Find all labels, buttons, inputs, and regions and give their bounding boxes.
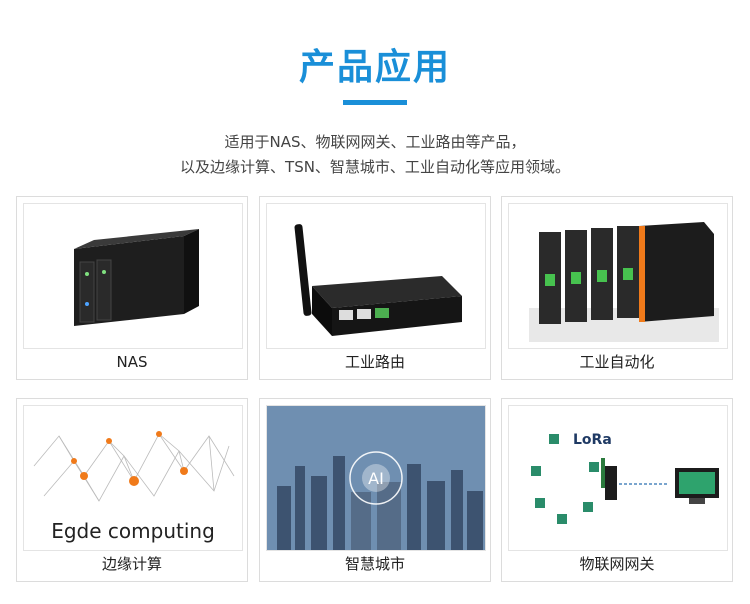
edge-computing-caption: Egde computing xyxy=(51,519,215,543)
card-smart-city[interactable]: AI 智慧城市 xyxy=(259,398,491,582)
card-iot-gateway[interactable]: LoRa 物联网网关 xyxy=(501,398,733,582)
title-underline xyxy=(343,100,407,105)
intro-line-1: 适用于NAS、物联网网关、工业路由等产品， xyxy=(224,133,526,151)
card-label: 工业自动化 xyxy=(579,353,655,371)
card-label: 边缘计算 xyxy=(101,555,162,573)
intro-text: 适用于NAS、物联网网关、工业路由等产品， 以及边缘计算、TSN、智慧城市、工业… xyxy=(0,130,750,180)
edge-computing-image: Egde computing xyxy=(23,405,243,551)
page-title: 产品应用 xyxy=(298,47,451,88)
card-automation[interactable]: 工业自动化 xyxy=(501,196,733,380)
router-image xyxy=(266,203,486,349)
card-label: 智慧城市 xyxy=(344,555,405,573)
card-label: 物联网网关 xyxy=(579,555,655,573)
iot-gateway-image: LoRa xyxy=(508,405,728,551)
card-edge-computing[interactable]: Egde computing 边缘计算 xyxy=(16,398,248,582)
lora-logo-text: LoRa xyxy=(573,432,612,448)
nas-image xyxy=(23,203,243,349)
smart-city-image: AI xyxy=(266,405,486,551)
intro-line-2: 以及边缘计算、TSN、智慧城市、工业自动化等应用领域。 xyxy=(180,158,570,176)
card-label: NAS xyxy=(116,353,148,371)
card-label: 工业路由 xyxy=(344,353,405,371)
automation-image xyxy=(508,203,728,349)
card-router[interactable]: 工业路由 xyxy=(259,196,491,380)
smart-city-ai-text: AI xyxy=(368,469,384,488)
card-nas[interactable]: NAS xyxy=(16,196,248,380)
